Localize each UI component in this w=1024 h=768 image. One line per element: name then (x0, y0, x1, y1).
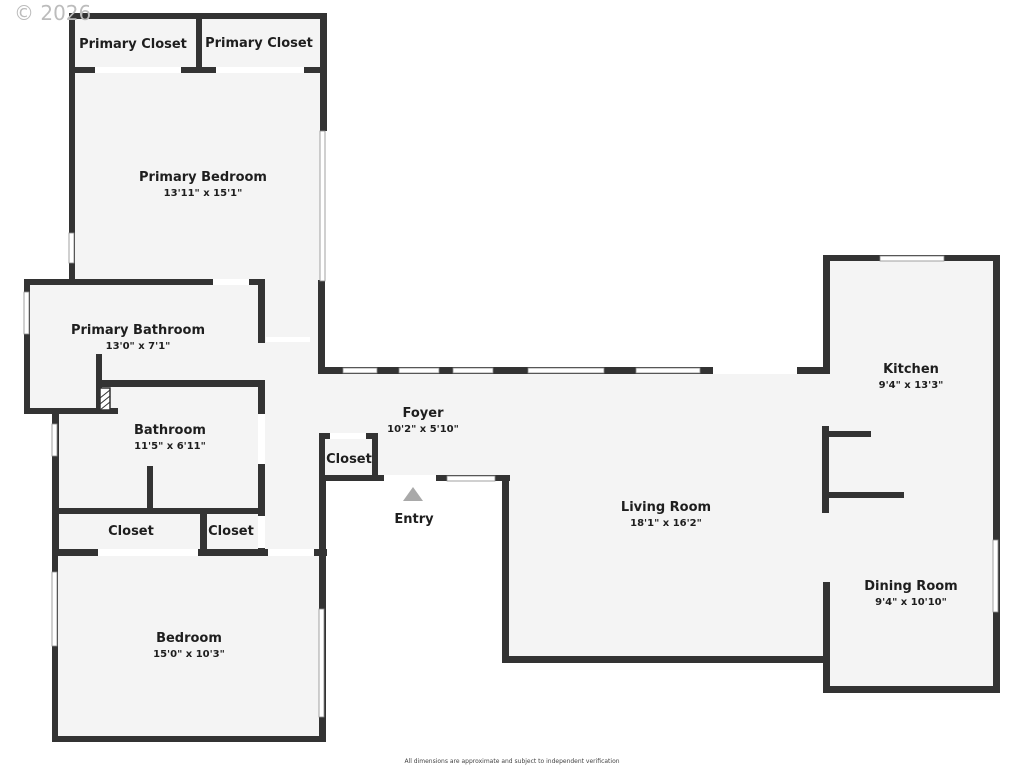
wall (196, 13, 202, 71)
wall (200, 512, 207, 556)
wall (24, 279, 265, 285)
primary-closet-right-label: Primary Closet (205, 36, 313, 51)
wall (24, 408, 60, 414)
door-opening (258, 414, 265, 464)
door-opening (266, 337, 310, 342)
living-room-dims: 18'1" x 16'2" (630, 518, 702, 529)
hatched-shaft-symbol (99, 387, 111, 411)
kitchen-label: Kitchen (883, 362, 939, 377)
door-openings (95, 67, 797, 556)
dining-room-label: Dining Room (864, 579, 957, 594)
window (635, 367, 701, 374)
wall (822, 431, 871, 437)
primary-bathroom-label: Primary Bathroom (71, 323, 205, 338)
entry-label: Entry (394, 512, 434, 527)
window (527, 367, 605, 374)
window (319, 130, 326, 282)
bedroom-dims: 15'0" x 10'3" (153, 649, 225, 660)
primary-bedroom-dims: 13'11" x 15'1" (164, 188, 243, 199)
door-opening (258, 516, 265, 548)
door-opening (330, 433, 366, 439)
window (23, 291, 30, 335)
bathroom-floor (55, 383, 261, 512)
wall (24, 279, 30, 414)
foyer-label: Foyer (403, 406, 445, 421)
door-opening (268, 549, 314, 556)
living-room-floor (506, 371, 828, 660)
wall (96, 380, 265, 387)
wall (993, 255, 1000, 693)
hallway-floor (261, 340, 323, 556)
wall (52, 736, 326, 742)
watermark: © 2026 (14, 1, 91, 25)
closet-small-label: Closet (208, 524, 254, 539)
living-room-label: Living Room (621, 500, 711, 515)
labels: © 2026 Primary Closet Primary Closet Pri… (14, 1, 958, 765)
window (452, 367, 494, 374)
wall (52, 508, 265, 514)
door-opening (216, 67, 304, 73)
wall (372, 433, 378, 481)
disclaimer-note: All dimensions are approximate and subje… (404, 758, 619, 765)
door-opening (213, 279, 249, 285)
door-opening (713, 367, 797, 374)
door-opening (98, 549, 198, 556)
window (446, 475, 496, 482)
foyer-closet-label: Closet (326, 452, 372, 467)
window (51, 423, 58, 457)
wall (69, 67, 75, 281)
window (318, 608, 325, 718)
wall (502, 475, 509, 663)
windows (23, 130, 999, 718)
wall (54, 408, 118, 414)
wall (258, 380, 265, 556)
wall (502, 656, 829, 663)
window (342, 367, 378, 374)
wall (319, 433, 325, 481)
wall (258, 279, 265, 343)
entry-arrow-icon (403, 487, 423, 501)
bedroom-label: Bedroom (156, 631, 222, 646)
window (879, 255, 945, 262)
wall (822, 426, 829, 513)
wall (318, 280, 325, 374)
wall (823, 255, 830, 374)
wall (147, 466, 153, 512)
door-opening (384, 475, 436, 481)
window (51, 571, 58, 647)
wall (52, 408, 59, 556)
bathroom-label: Bathroom (134, 423, 206, 438)
window (68, 232, 75, 264)
closet-left-label: Closet (108, 524, 154, 539)
closets-floor (55, 512, 261, 554)
foyer-dims: 10'2" x 5'10" (387, 424, 459, 435)
wall (823, 686, 1000, 693)
kitchen-dining-floor (827, 258, 997, 690)
wall (823, 582, 830, 693)
wall (822, 492, 904, 498)
bedroom-floor (55, 554, 323, 738)
dining-room-dims: 9'4" x 10'10" (875, 597, 947, 608)
wall (69, 13, 75, 71)
bathroom-dims: 11'5" x 6'11" (134, 441, 206, 452)
wall (69, 67, 327, 73)
kitchen-dims: 9'4" x 13'3" (879, 380, 944, 391)
primary-bedroom-label: Primary Bedroom (139, 170, 267, 185)
door-opening (95, 67, 181, 73)
window (992, 539, 999, 613)
window (398, 367, 440, 374)
primary-closet-left-label: Primary Closet (79, 37, 187, 52)
floor-fills (28, 17, 997, 738)
primary-bathroom-dims: 13'0" x 7'1" (106, 341, 171, 352)
